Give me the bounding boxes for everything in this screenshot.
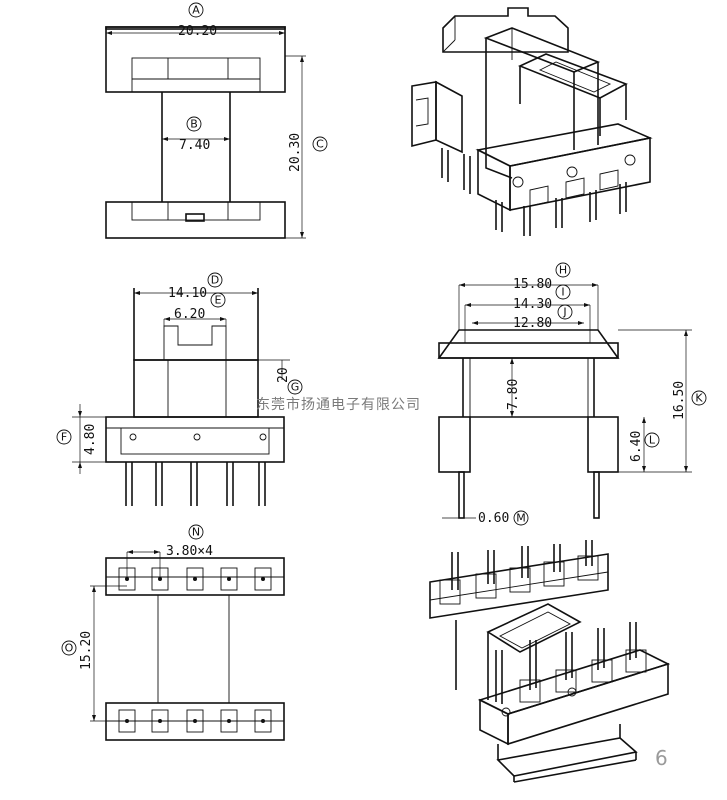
- front-view: [72, 288, 290, 506]
- dim-f-value: 4.80: [83, 424, 98, 455]
- dim-d-tag: D: [211, 274, 219, 287]
- dim-k-tag: K: [695, 392, 703, 405]
- dim-i-value: 14.30: [513, 297, 552, 312]
- dim-k-marker: [691, 390, 707, 406]
- dim-j-tag: J: [562, 306, 566, 319]
- dim-g-value: 20: [276, 367, 291, 383]
- dim-window-height: 7.80: [506, 379, 521, 410]
- dim-a-marker: [188, 2, 204, 18]
- dim-n-marker: [188, 524, 204, 540]
- dim-c-marker: [312, 136, 328, 152]
- dim-g: G 20: [276, 367, 303, 395]
- dim-o-marker: [61, 640, 77, 656]
- dim-c: C 20.30: [288, 133, 328, 172]
- dim-m-tag: M: [516, 512, 526, 525]
- dim-m: 0.60 M: [478, 510, 529, 526]
- dim-a: A 20.20: [178, 2, 217, 39]
- dim-l-value: 6.40: [629, 431, 644, 462]
- dim-g-marker: [287, 379, 303, 395]
- top-view: [105, 26, 306, 239]
- dim-b-tag: B: [190, 118, 198, 131]
- dim-m-value: 0.60: [478, 511, 509, 526]
- dim-l: L 6.40: [629, 431, 660, 462]
- dim-e: E 6.20: [174, 292, 226, 322]
- dim-e-value: 6.20: [174, 307, 205, 322]
- dim-i-tag: I: [561, 286, 564, 299]
- isometric-view-top: [411, 7, 653, 236]
- dim-i: I 14.30: [513, 284, 571, 312]
- dim-d-value: 14.10: [168, 286, 207, 301]
- dim-b-marker: [186, 116, 202, 132]
- dim-j-value: 12.80: [513, 316, 552, 331]
- dim-n: N 3.80×4: [166, 524, 213, 559]
- dim-d-marker: [207, 272, 223, 288]
- dim-c-value: 20.30: [288, 133, 303, 172]
- bottom-view: [90, 550, 285, 741]
- dim-g-tag: G: [291, 381, 300, 394]
- dim-h-marker: [555, 262, 571, 278]
- dim-l-marker: [644, 432, 660, 448]
- dim-n-value: 3.80×4: [166, 544, 213, 559]
- dim-j-marker: [557, 304, 573, 320]
- dim-f: F 4.80: [56, 424, 98, 455]
- dim-i-marker: [555, 284, 571, 300]
- dim-h-value: 15.80: [513, 277, 552, 292]
- dim-e-tag: E: [215, 294, 222, 307]
- dim-k-value: 16.50: [672, 381, 687, 420]
- dim-e-marker: [210, 292, 226, 308]
- side-view: [437, 283, 692, 519]
- company-watermark: 东莞市扬通电子有限公司: [256, 396, 421, 413]
- dim-f-marker: [56, 429, 72, 445]
- dim-h: H 15.80: [513, 262, 571, 292]
- dim-o: O 15.20: [61, 631, 94, 670]
- dim-h-tag: H: [559, 264, 567, 277]
- dim-n-tag: N: [192, 526, 200, 539]
- dim-j: J 12.80: [513, 304, 573, 331]
- dim-a-tag: A: [192, 4, 200, 17]
- dim-m-marker: [513, 510, 529, 526]
- dim-a-value: 20.20: [178, 24, 217, 39]
- isometric-view-bottom: [429, 540, 671, 783]
- dim-o-value: 15.20: [79, 631, 94, 670]
- dim-d: D 14.10: [168, 272, 223, 301]
- dim-b: B 7.40: [179, 116, 210, 153]
- dim-c-tag: C: [316, 138, 324, 151]
- dim-k: K 16.50: [672, 381, 707, 420]
- page-number: 6: [655, 746, 668, 770]
- dim-b-value: 7.40: [179, 138, 210, 153]
- dim-window-height-value: 7.80: [506, 379, 521, 410]
- dim-f-tag: F: [61, 431, 67, 444]
- dim-o-tag: O: [65, 642, 74, 655]
- dim-l-tag: L: [649, 434, 656, 447]
